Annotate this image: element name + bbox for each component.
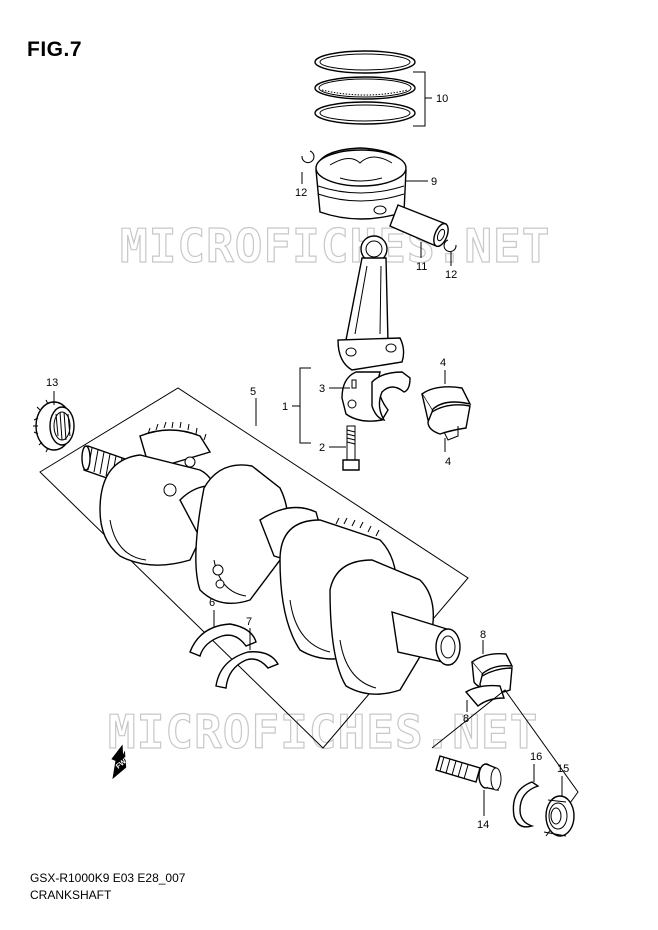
piston-rings (314, 50, 416, 125)
circlip-left (301, 150, 315, 164)
callout-thrust-7: 7 (246, 616, 252, 628)
crank-sprocket (33, 399, 75, 453)
callout-piston: 9 (431, 176, 437, 188)
crank-bolt (435, 755, 502, 791)
callout-oil-seal: 15 (557, 763, 569, 775)
watermark-bottom: MICROFICHES.NET (108, 705, 538, 759)
callout-circlip-left: 12 (295, 187, 307, 199)
connecting-rod (337, 235, 405, 371)
circlip-right (443, 239, 457, 253)
callout-crank-bolt: 14 (477, 819, 489, 831)
figure-name: CRANKSHAFT (30, 888, 112, 902)
watermark-top: MICROFICHES.NET (120, 219, 550, 273)
oil-seal (543, 795, 575, 837)
leader-10 (413, 71, 432, 127)
callout-circlip-right: 12 (445, 269, 457, 281)
piston-pin (389, 204, 449, 248)
conrod-bearings (421, 386, 472, 441)
crankshaft (81, 421, 461, 695)
callout-retaining-ring: 16 (530, 751, 542, 763)
callout-crankshaft: 5 (250, 386, 256, 398)
callout-main-bearing-upper: 8 (480, 629, 486, 641)
figure-code: GSX-R1000K9 E03 E28_007 (30, 871, 186, 885)
callout-piston-rings: 10 (436, 93, 448, 105)
rod-bolt (342, 425, 360, 471)
retaining-ring (512, 781, 540, 828)
callout-sprocket: 13 (46, 377, 58, 389)
callout-bearing-upper: 4 (440, 357, 446, 369)
callout-conrod-set: 1 (282, 401, 288, 413)
callout-main-bearing-lower: 8 (463, 713, 469, 725)
callout-piston-pin: 11 (416, 261, 427, 273)
crankshaft-outline-box (39, 387, 469, 749)
leader-1-bracket (299, 367, 311, 444)
callout-bearing-pin: 3 (319, 383, 325, 395)
thrust-bearings (189, 623, 280, 689)
callout-rod-bolt: 2 (319, 442, 325, 454)
figure-title: FIG.7 (27, 38, 83, 61)
callout-bearing-lower: 4 (445, 456, 451, 468)
crank-bearings (464, 652, 514, 707)
callout-thrust-6: 6 (209, 597, 215, 609)
bearing-half-rod (371, 371, 411, 422)
piston (315, 147, 407, 220)
